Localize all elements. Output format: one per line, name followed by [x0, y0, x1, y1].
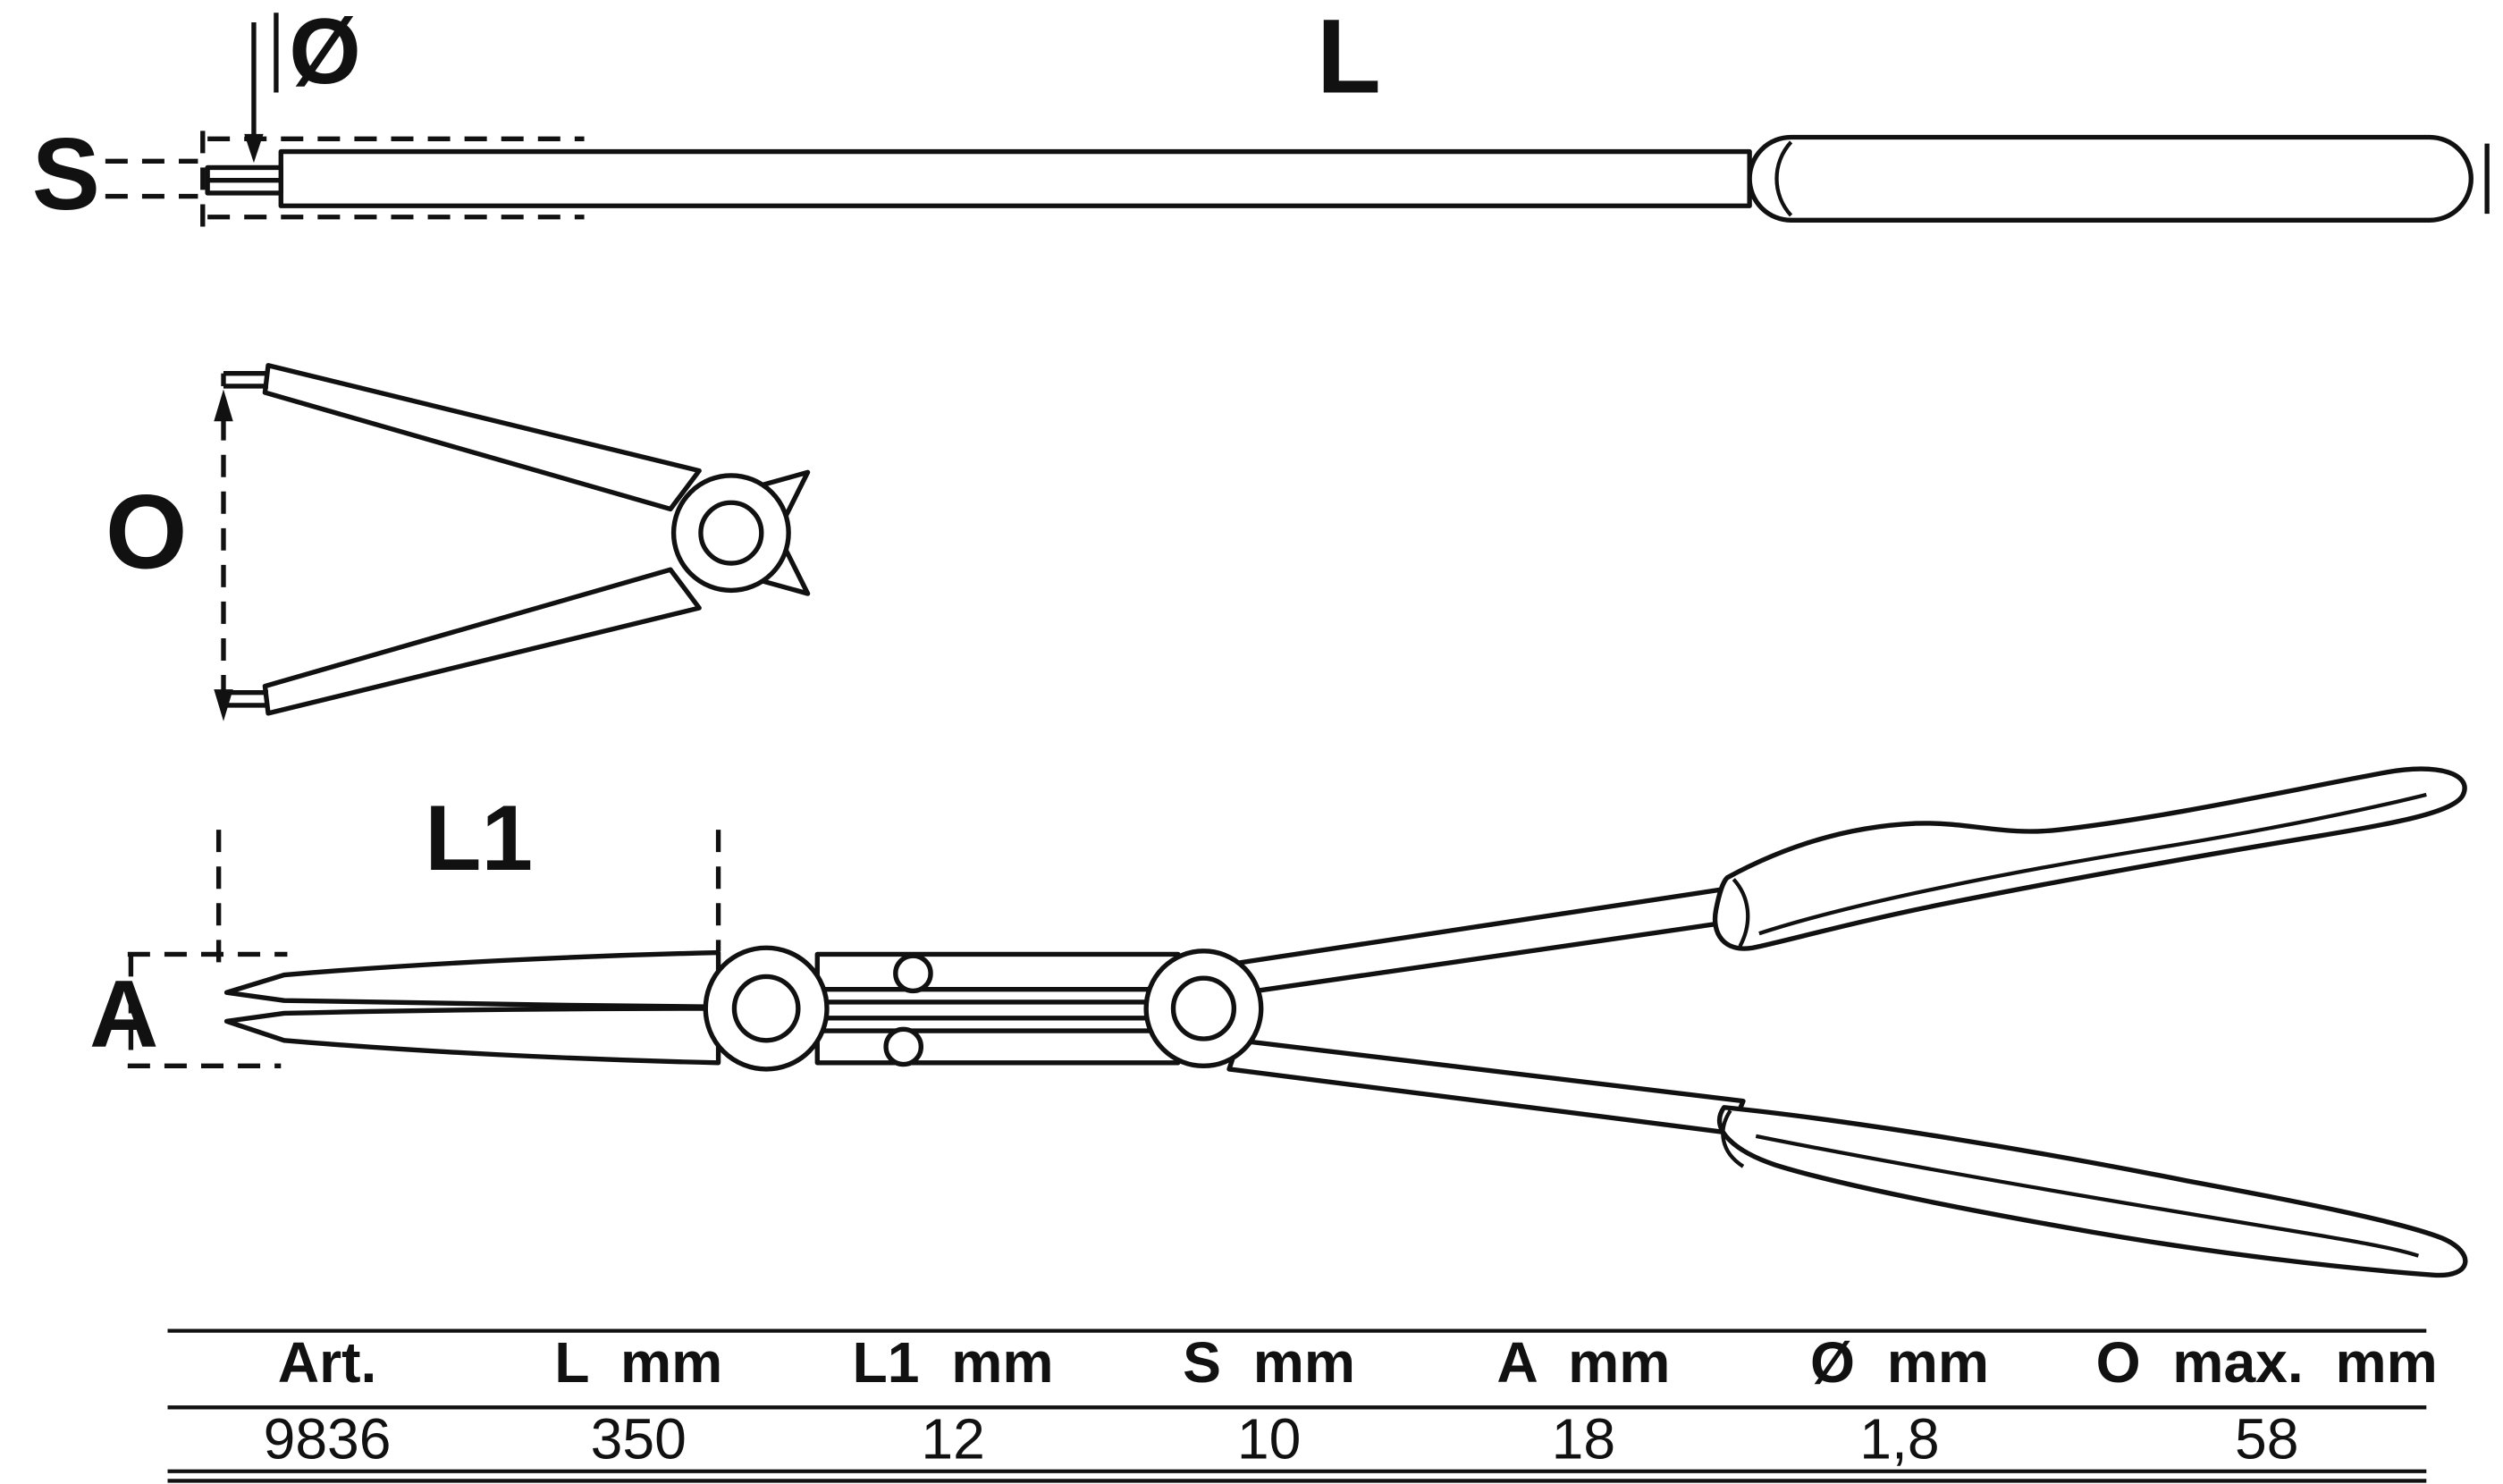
table-header-opening: O max. mm	[2096, 1330, 2438, 1395]
table-header-art: Art.	[278, 1330, 377, 1395]
open-jaw-lower	[262, 567, 702, 716]
table-value-art: 9836	[264, 1406, 392, 1471]
link-bar-bottom	[814, 1028, 1181, 1066]
handle-collar-line	[1774, 140, 1793, 217]
nose-upper-jaw	[223, 949, 721, 1009]
pivot-rivet	[698, 500, 764, 566]
side-view: L1 A	[89, 766, 2468, 1278]
grip-lower-collar	[1721, 1109, 1745, 1168]
dim-label-diameter: Ø	[289, 0, 361, 103]
opening-dimension	[214, 389, 233, 721]
table-value-s: 10	[1237, 1406, 1301, 1471]
s-dimension-dashes	[105, 158, 198, 199]
table-header-diameter: Ø mm	[1810, 1330, 1989, 1395]
table-value-diameter: 1,8	[1859, 1406, 1939, 1471]
dim-label-length: L	[1317, 0, 1381, 115]
table-header-l: L mm	[554, 1330, 722, 1395]
opening-view: O	[105, 363, 811, 721]
joint-rivet-front	[731, 974, 801, 1043]
nose-lower-jaw	[223, 1006, 721, 1066]
grip-upper-inner-line	[1758, 792, 2427, 936]
table-value-l1: 12	[921, 1406, 984, 1471]
dim-label-opening: O	[105, 472, 188, 590]
dim-label-jaw-length: L1	[425, 786, 533, 890]
table-header-a: A mm	[1496, 1330, 1670, 1395]
open-jaw-upper	[262, 363, 702, 512]
handle-outline	[1747, 134, 2474, 223]
table-header-l1: L1 mm	[853, 1330, 1054, 1395]
table-value-l: 350	[591, 1406, 687, 1471]
a-dimension-dashes	[127, 951, 288, 1069]
rivet-bottom	[883, 1026, 924, 1067]
table-value-a: 18	[1552, 1406, 1615, 1471]
grip-lower-inner-line	[1755, 1134, 2420, 1258]
top-view: Ø L S	[32, 0, 2490, 232]
open-jaw-tips	[221, 371, 268, 708]
dim-label-tip-thickness: S	[32, 118, 100, 232]
table-header-s: S mm	[1183, 1330, 1355, 1395]
handle-arm-lower	[1226, 1038, 1746, 1135]
shaft-outline	[278, 148, 1752, 208]
hidden-jaw-dashes	[200, 131, 585, 227]
handle-arm-upper	[1229, 884, 1752, 995]
link-bar-top	[814, 951, 1181, 992]
diameter-leader-arrow	[244, 13, 279, 164]
dim-label-tip-width: A	[89, 960, 158, 1067]
rivet-top	[893, 953, 933, 994]
spec-table: Art. L mm L1 mm S mm A mm Ø mm O max. mm…	[167, 1328, 2438, 1483]
joint-rivet-rear	[1170, 975, 1237, 1041]
grip-upper-collar	[1732, 878, 1750, 948]
grip-lower	[1716, 1105, 2468, 1278]
table-value-opening: 58	[2235, 1406, 2299, 1471]
